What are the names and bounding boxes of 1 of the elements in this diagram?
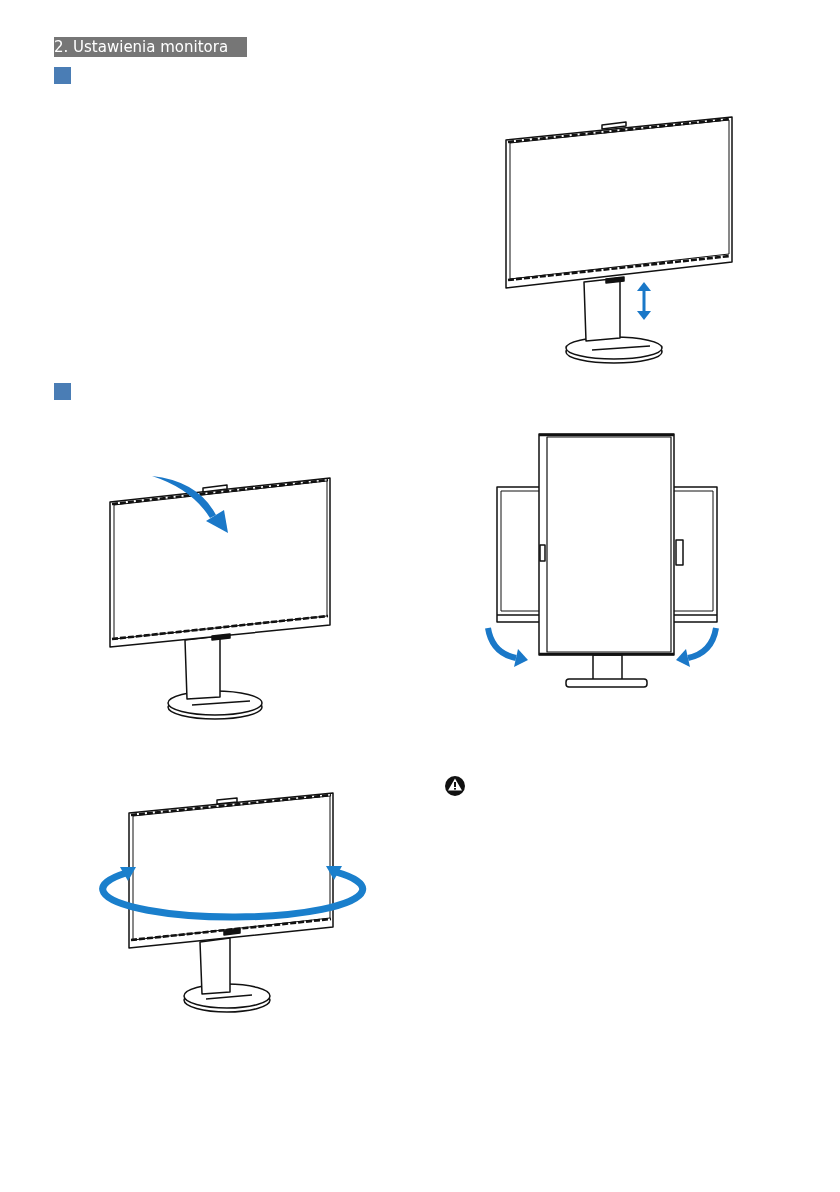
section-heading: 2. Ustawienia monitora xyxy=(54,37,247,57)
